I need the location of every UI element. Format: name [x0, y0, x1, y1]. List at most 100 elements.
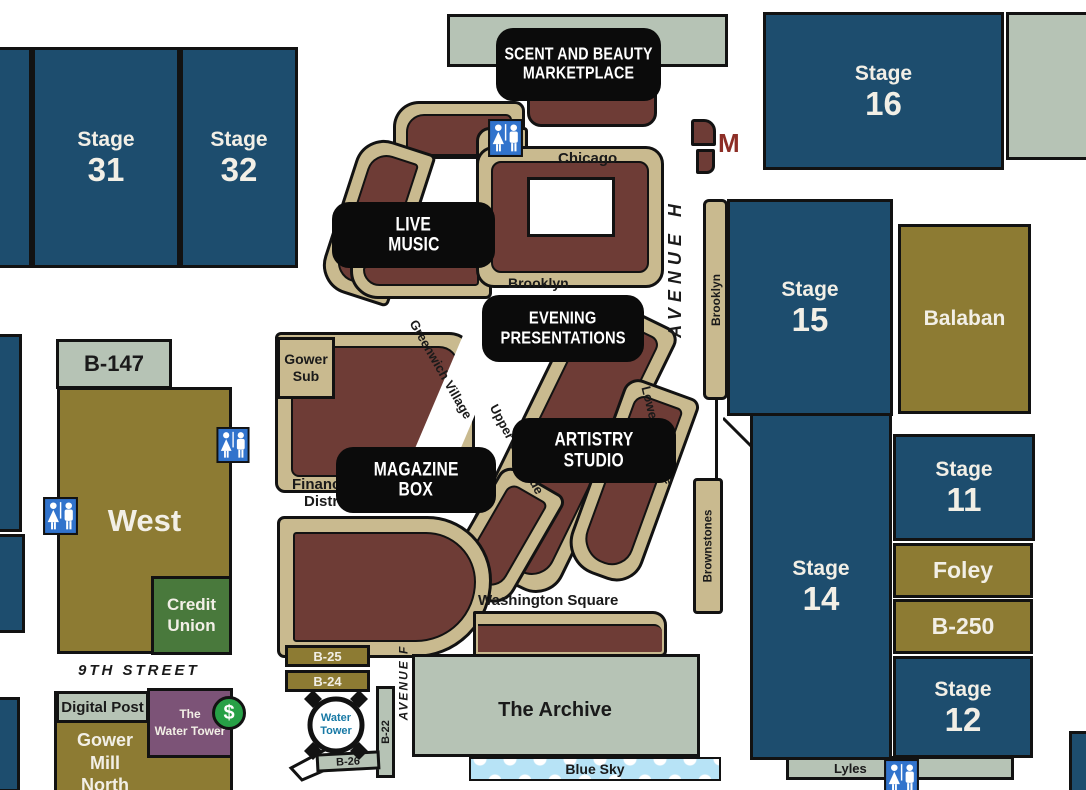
dollar-icon: $	[212, 696, 246, 730]
building-b24: B-24	[285, 670, 370, 692]
stage-14-word: Stage	[792, 557, 850, 581]
brooklyn-brownstones-connector	[715, 397, 718, 481]
scent-line1: SCENT AND BEAUTY	[504, 44, 653, 64]
live-line1: LIVE	[395, 213, 432, 235]
live-line2: MUSIC	[387, 233, 440, 256]
backlot-white-building	[527, 177, 615, 237]
dollar-glyph: $	[223, 701, 235, 724]
evening-line1: EVENING	[529, 309, 597, 329]
label-live-music: LIVE MUSIC	[332, 202, 495, 268]
backlot-financial-wedge	[277, 516, 492, 658]
scent-line2: MARKETPLACE	[522, 63, 635, 83]
gower-sub-line2: Sub	[292, 368, 320, 384]
stage-31-word: Stage	[77, 128, 135, 152]
metro-station-lower	[696, 149, 715, 174]
artistry-line1: ARTISTRY	[554, 428, 634, 451]
stage-15-number: 15	[791, 301, 829, 339]
building-foley: Foley	[893, 543, 1033, 598]
brownstones-label: Brownstones	[702, 509, 714, 583]
stage-16-number: 16	[865, 84, 902, 122]
stage-11-word: Stage	[935, 458, 993, 482]
left-strip-upper	[0, 334, 22, 532]
stage-11-number: 11	[946, 481, 982, 519]
building-b147: B-147	[56, 339, 172, 389]
restroom-icon-lyles	[884, 759, 919, 790]
water-tower-icon-line2: Tower	[320, 725, 352, 738]
west-label: West	[107, 502, 182, 538]
stage-31-number: 31	[87, 151, 125, 189]
stage-14-corner-cut	[723, 416, 753, 448]
building-b25: B-25	[285, 645, 370, 667]
building-credit-union: Credit Union	[151, 576, 232, 655]
balaban-label: Balaban	[923, 307, 1006, 330]
building-gower-sub: Gower Sub	[277, 337, 335, 399]
building-balaban: Balaban	[898, 224, 1031, 414]
magazine-line2: BOX	[398, 478, 434, 501]
building-digital-post: Digital Post	[56, 691, 149, 723]
stage-12-number: 12	[944, 700, 982, 738]
building-washington-square-inner	[478, 624, 662, 652]
brooklyn-strip-label: Brooklyn	[708, 273, 723, 326]
building-b22: B-22	[376, 686, 395, 778]
archive-label: The Archive	[498, 698, 612, 721]
stage-32-number: 32	[220, 151, 258, 189]
gower-mill-line1: Gower	[76, 730, 133, 751]
brownstones-strip: Brownstones	[693, 478, 723, 614]
stage-16-word: Stage	[854, 61, 913, 85]
backlot-financial-wedge-inner	[293, 532, 476, 642]
b25-label: B-25	[313, 648, 342, 664]
credit-union-line1: Credit	[166, 595, 217, 615]
magazine-line1: MAGAZINE	[373, 458, 459, 480]
bottom-right-building	[1069, 731, 1086, 790]
label-artistry-studio: ARTISTRY STUDIO	[512, 418, 676, 483]
stage-15-word: Stage	[781, 278, 839, 302]
stage-16: Stage 16	[763, 12, 1004, 170]
metro-m-icon: M	[718, 128, 740, 158]
restroom-icon-west-right	[216, 427, 250, 463]
left-strip-bottom	[0, 697, 20, 790]
blue-sky-tank: Blue Sky	[469, 757, 721, 781]
stage-32-word: Stage	[210, 128, 268, 152]
stage-15: Stage 15	[727, 199, 893, 416]
label-evening-presentations: EVENING PRESENTATIONS	[482, 295, 644, 362]
blue-sky-label: Blue Sky	[565, 761, 625, 777]
building-washington-square	[473, 611, 667, 657]
stage-32: Stage 32	[180, 47, 298, 268]
archive-label-wrap: The Archive	[440, 695, 670, 725]
b24-label: B-24	[313, 673, 342, 689]
stage-14: Stage 14	[750, 413, 892, 760]
metro-station-upper	[691, 119, 716, 146]
gower-mill-line3: North	[81, 775, 129, 790]
foley-label: Foley	[932, 557, 994, 583]
street-9th: 9TH STREET	[78, 662, 200, 679]
street-avenue-h: AVENUE H	[665, 198, 685, 338]
water-tower-bldg-line1: The	[179, 707, 201, 722]
lyles-label: Lyles	[834, 761, 867, 776]
stage-partial-left	[0, 47, 32, 268]
digital-post-label: Digital Post	[61, 698, 144, 716]
restroom-icon-west-left	[43, 497, 78, 535]
street-avenue-f: AVENUE F	[396, 644, 411, 721]
water-tower-bldg-line2: Water Tower	[154, 724, 226, 738]
evening-line2: PRESENTATIONS	[500, 328, 626, 348]
left-strip-lower	[0, 534, 25, 633]
sage-building-northeast	[1006, 12, 1086, 160]
restroom-icon-backlot	[488, 119, 523, 157]
gower-mill-line2: Mill	[90, 752, 120, 773]
street-chicago: Chicago	[558, 150, 618, 167]
water-tower-icon-label: Water Tower	[311, 712, 361, 738]
water-tower-icon	[304, 690, 368, 760]
artistry-line2: STUDIO	[563, 449, 625, 471]
stage-12: Stage 12	[893, 656, 1033, 758]
label-magazine-box: MAGAZINE BOX	[336, 447, 496, 513]
building-b250: B-250	[893, 599, 1033, 654]
b22-label: B-22	[379, 720, 392, 744]
water-tower-icon-line1: Water	[320, 712, 352, 724]
backlot-south-fragment-inner	[363, 266, 479, 286]
street-brooklyn: Brooklyn	[508, 275, 569, 291]
label-scent-marketplace: SCENT AND BEAUTY MARKETPLACE	[496, 28, 661, 101]
b147-label: B-147	[84, 351, 144, 376]
stage-14-number: 14	[802, 580, 840, 618]
street-washington-square: Washington Square	[478, 592, 619, 609]
